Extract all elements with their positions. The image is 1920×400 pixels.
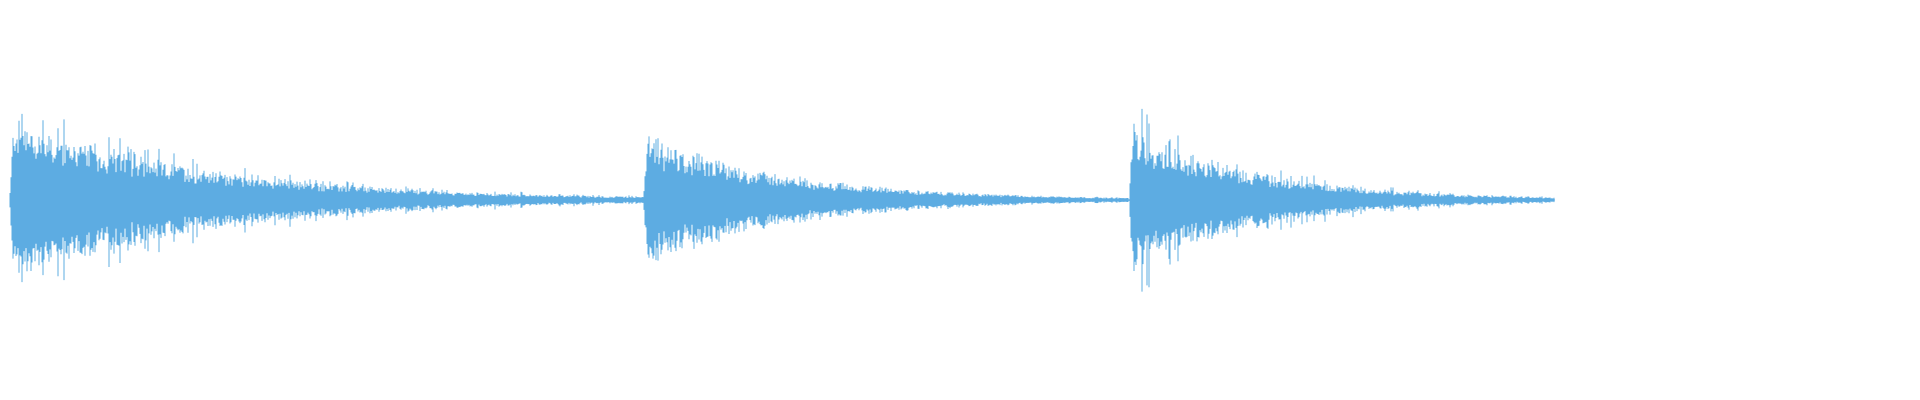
waveform-path: [9, 108, 1555, 292]
waveform-samples: [9, 108, 1555, 292]
